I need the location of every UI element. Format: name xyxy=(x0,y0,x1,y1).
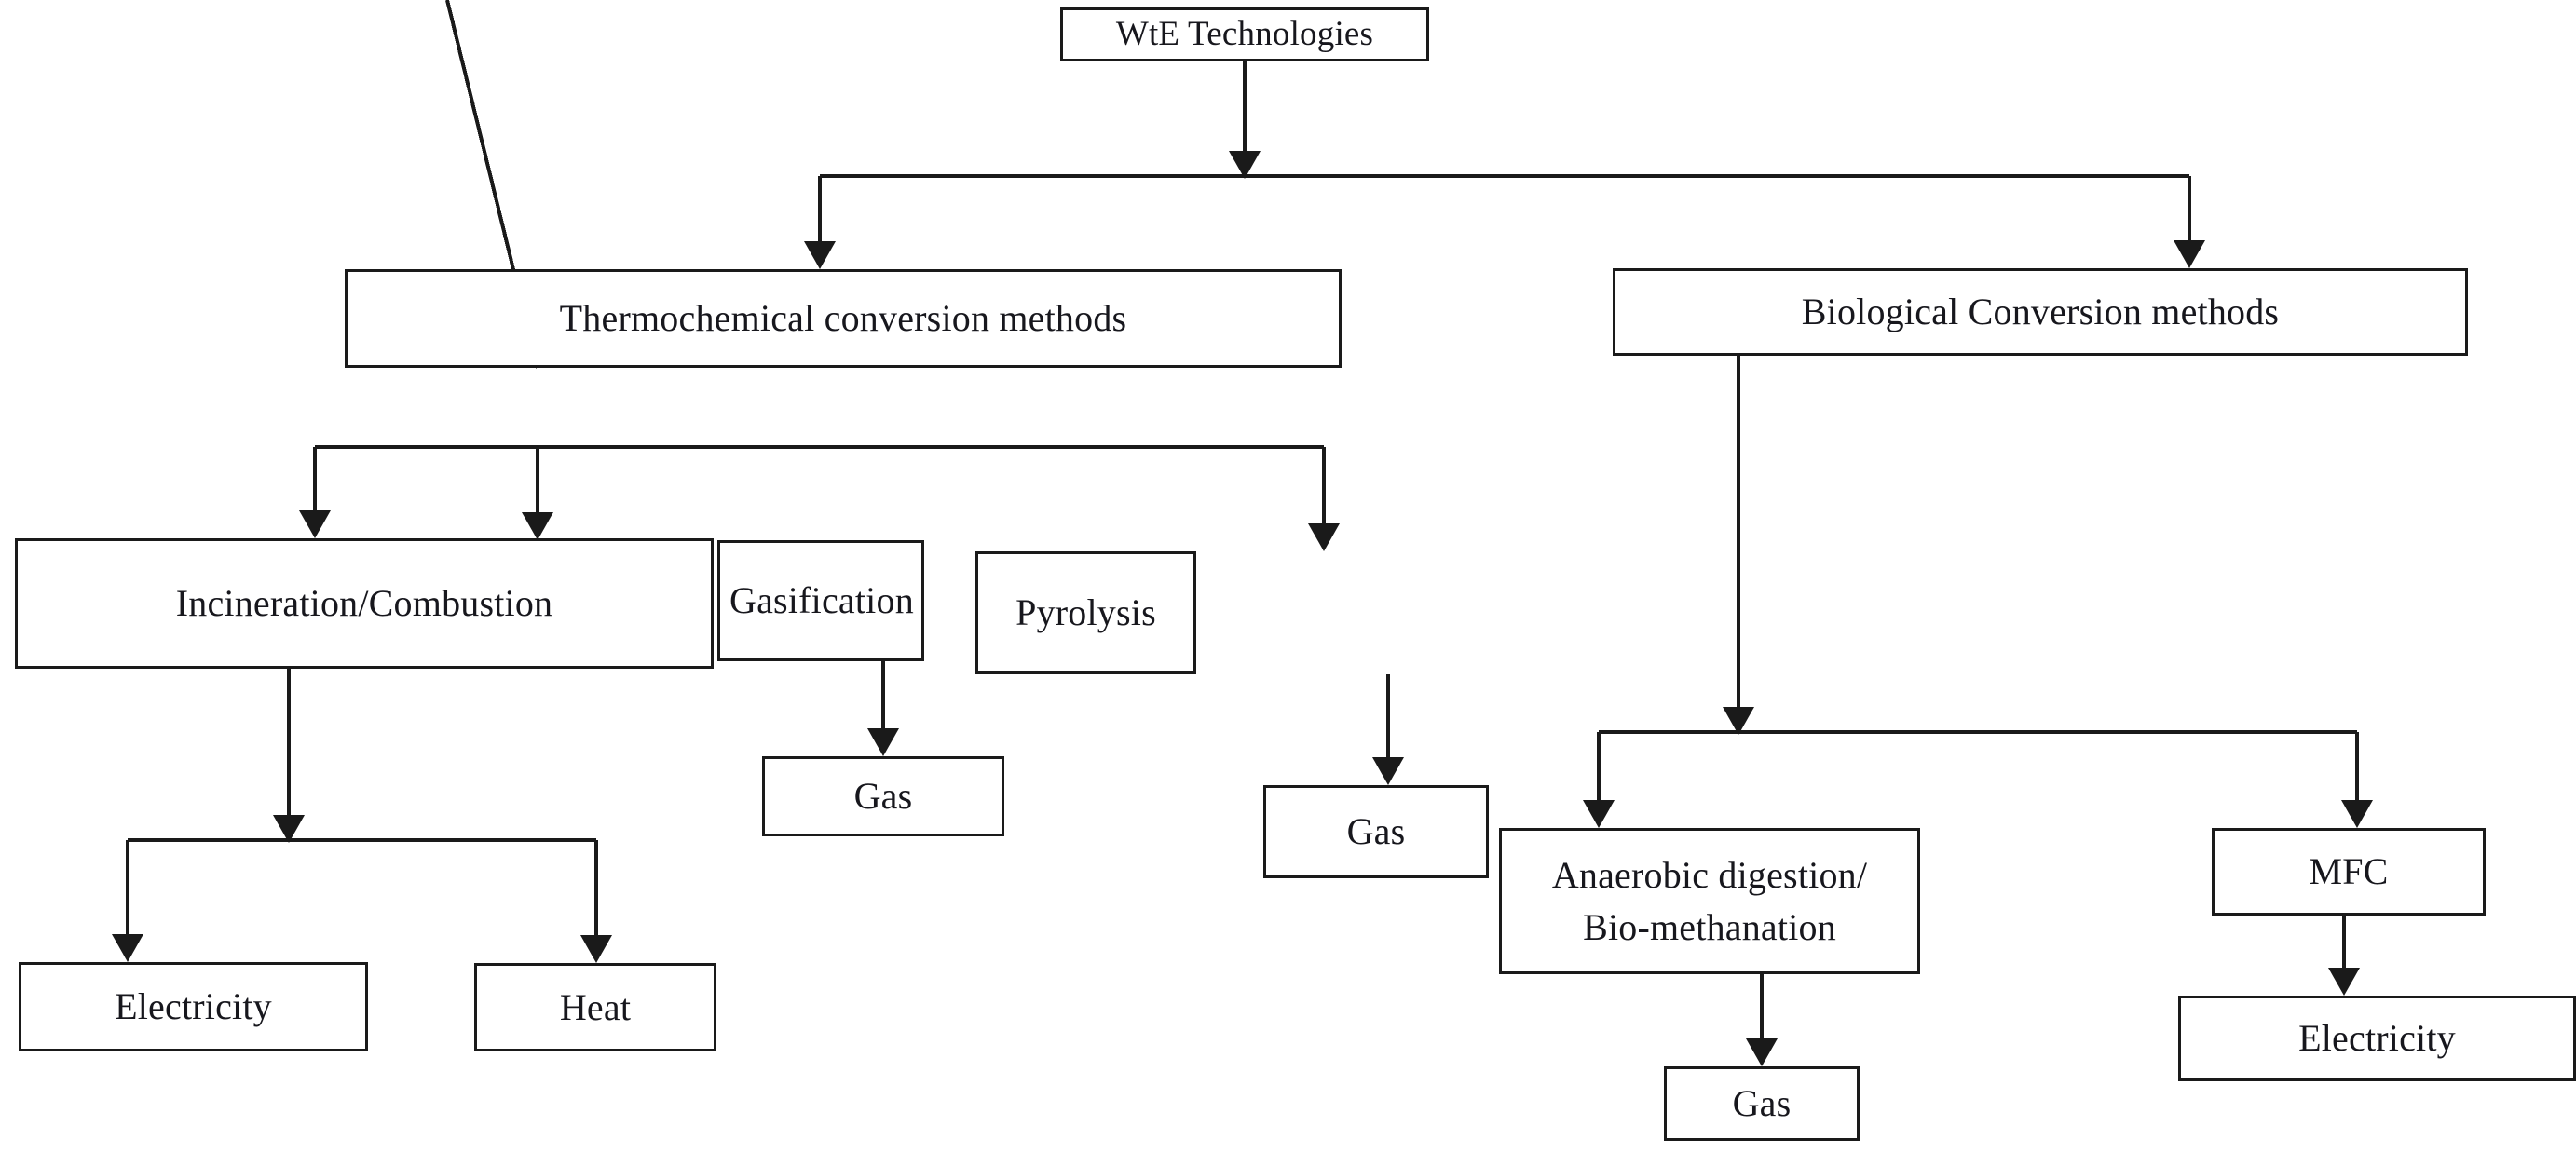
node-label-gas-pyrolysis: Gas xyxy=(1346,810,1406,853)
node-root[interactable]: WtE Technologies xyxy=(1060,7,1429,61)
node-gas-anaerobic[interactable]: Gas xyxy=(1664,1066,1860,1141)
node-mfc[interactable]: MFC xyxy=(2212,828,2486,916)
node-gasification[interactable]: Gasification xyxy=(717,540,924,661)
node-incineration[interactable]: Incineration/Combustion xyxy=(15,538,714,669)
node-label-gasification: Gasification xyxy=(729,579,914,622)
node-label-heat: Heat xyxy=(559,985,632,1028)
node-anaerobic[interactable]: Anaerobic digestion/ Bio-methanation xyxy=(1499,828,1920,974)
node-label-anaerobic: Anaerobic digestion/ Bio-methanation xyxy=(1551,854,1868,948)
node-label-electricity-thermal: Electricity xyxy=(115,985,272,1028)
node-label-electricity-mfc: Electricity xyxy=(2298,1017,2456,1060)
node-label-biological: Biological Conversion methods xyxy=(1801,291,2280,333)
node-biological[interactable]: Biological Conversion methods xyxy=(1613,268,2468,356)
node-electricity-mfc[interactable]: Electricity xyxy=(2178,996,2576,1081)
node-label-incineration: Incineration/Combustion xyxy=(175,582,553,625)
node-thermochemical[interactable]: Thermochemical conversion methods xyxy=(345,269,1342,368)
node-pyrolysis[interactable]: Pyrolysis xyxy=(975,551,1196,674)
node-label-root: WtE Technologies xyxy=(1115,15,1374,54)
node-label-mfc: MFC xyxy=(2309,850,2389,893)
node-heat[interactable]: Heat xyxy=(474,963,716,1051)
node-gas-gasification[interactable]: Gas xyxy=(762,756,1004,836)
node-label-thermochemical: Thermochemical conversion methods xyxy=(559,297,1127,340)
node-gas-pyrolysis[interactable]: Gas xyxy=(1263,785,1489,878)
node-label-gas-anaerobic: Gas xyxy=(1732,1082,1792,1125)
node-electricity-thermal[interactable]: Electricity xyxy=(19,962,368,1051)
node-label-gas-gasification: Gas xyxy=(853,775,913,818)
node-label-pyrolysis: Pyrolysis xyxy=(1015,591,1156,634)
